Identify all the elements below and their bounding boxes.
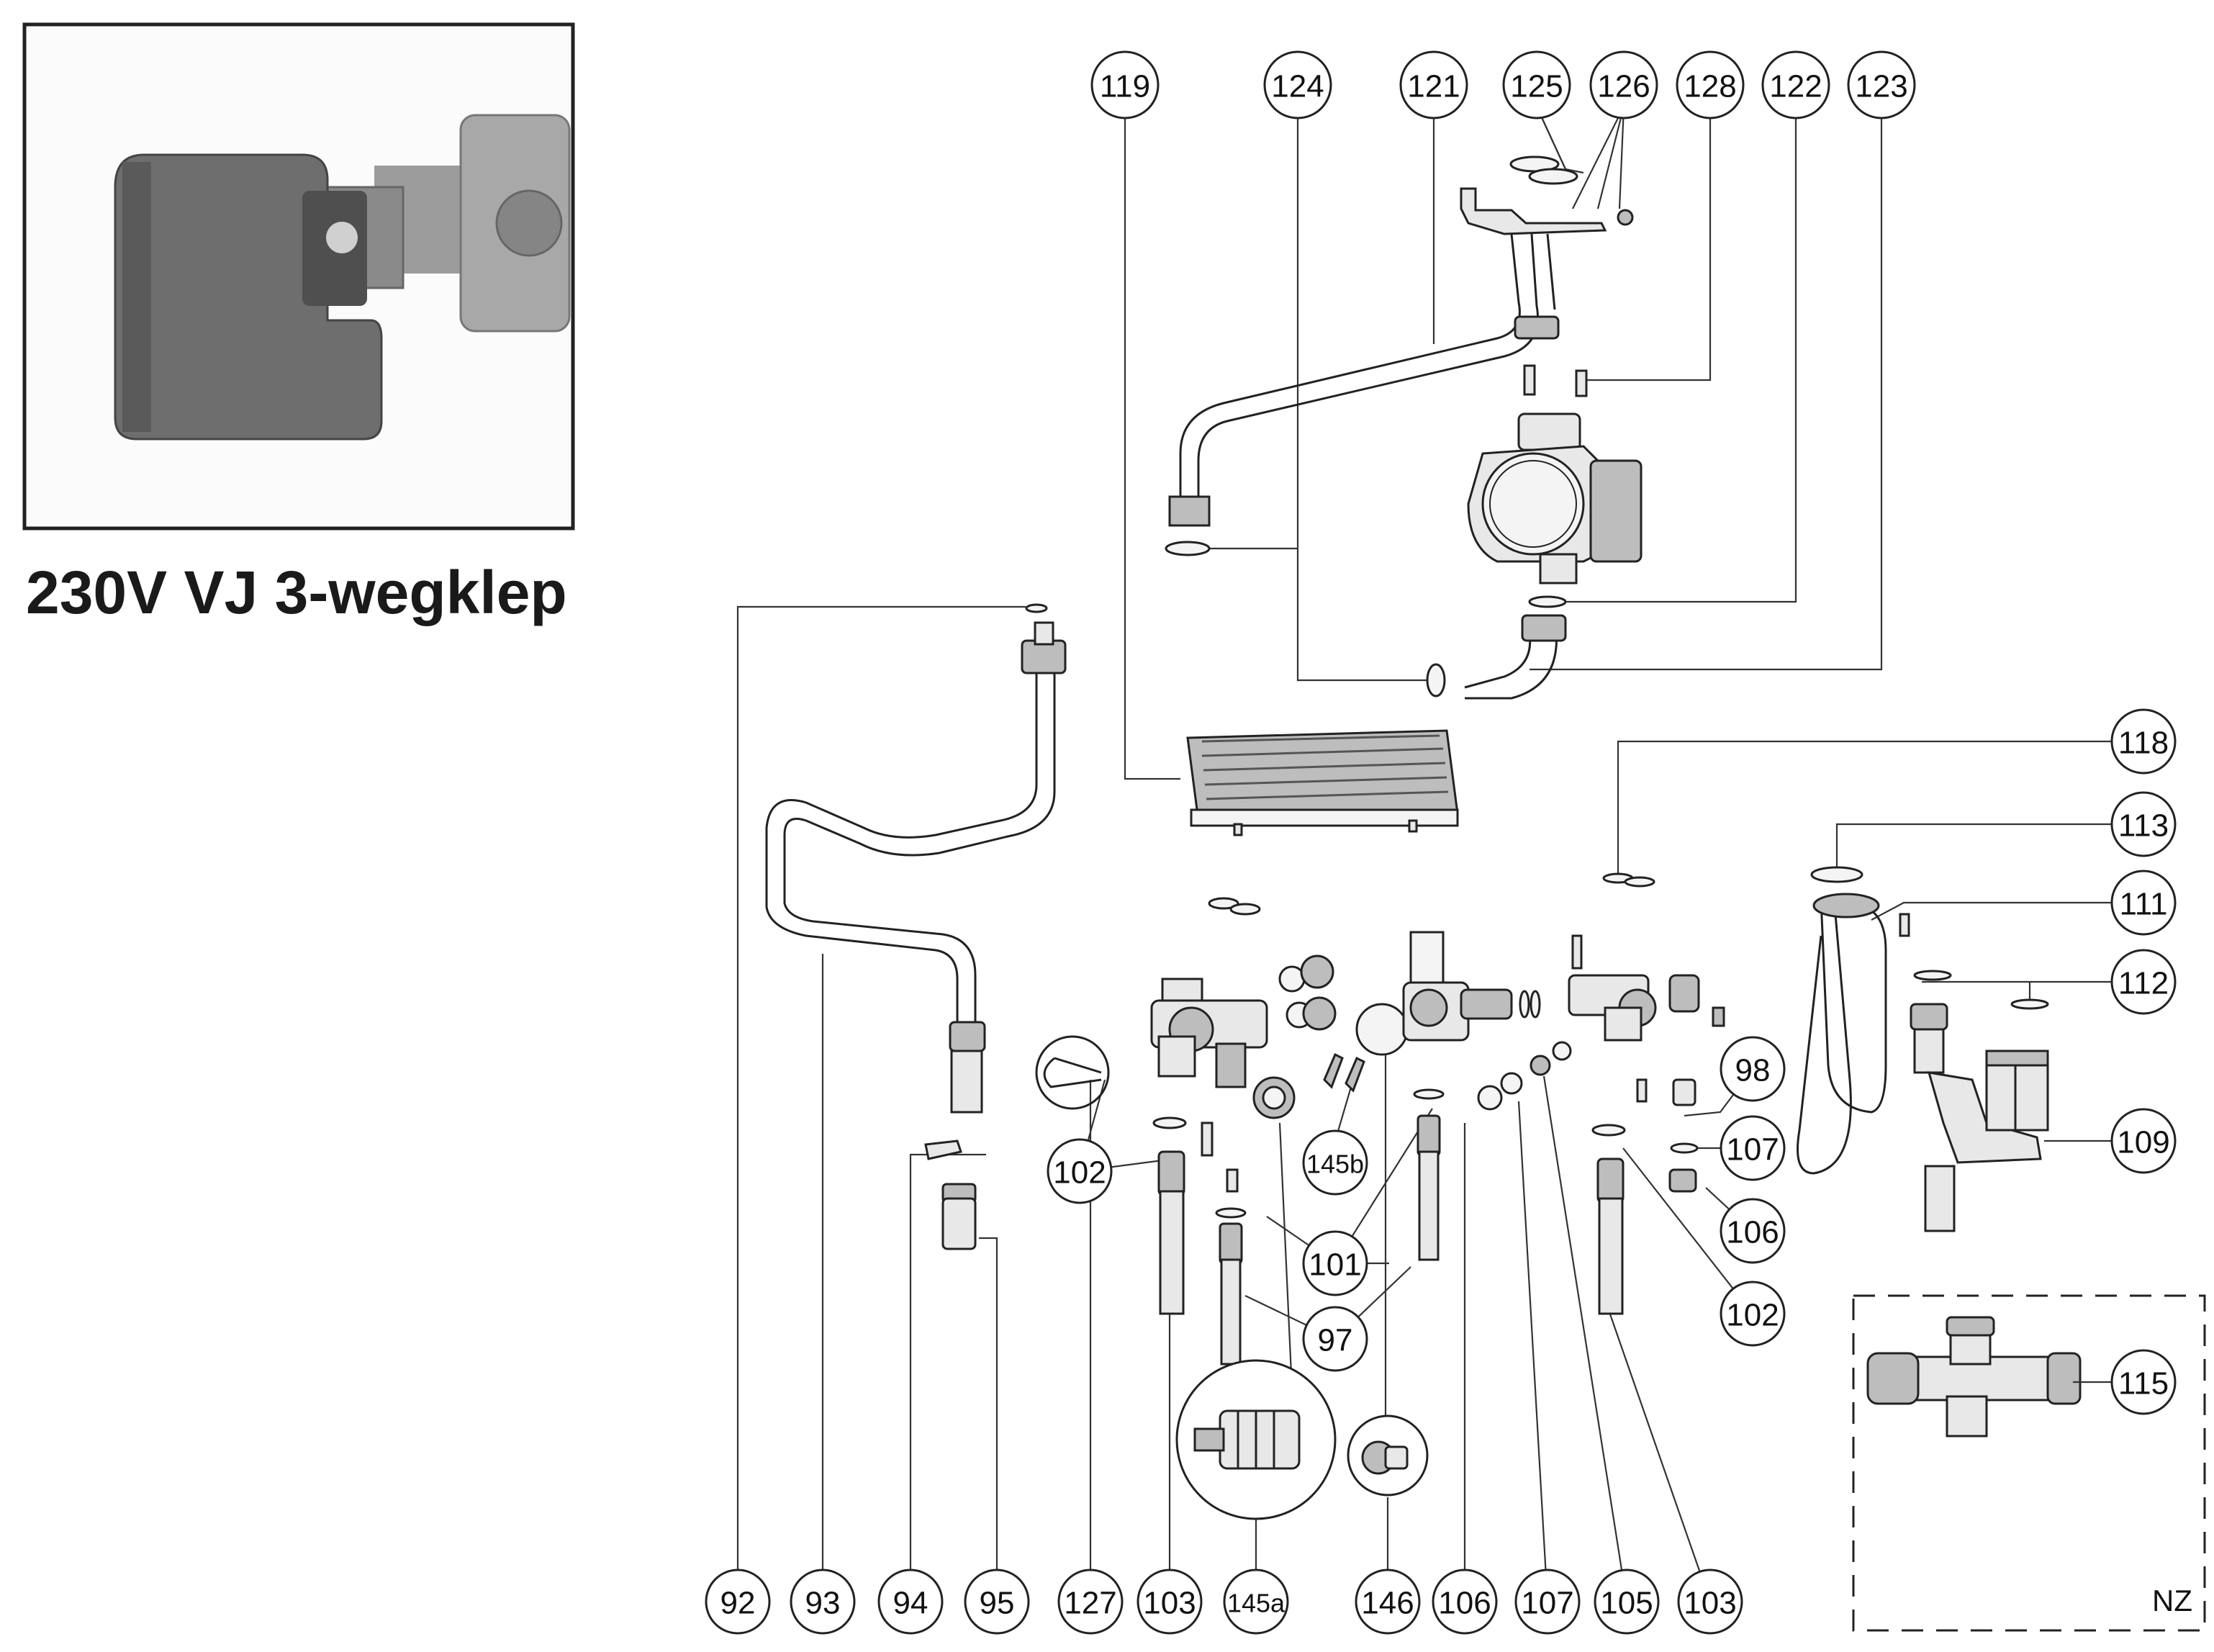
svg-text:126: 126 [1597,69,1650,104]
callout-94: 94 [877,1569,944,1635]
svg-text:111: 111 [2120,887,2168,922]
callout-95: 95 [964,1569,1030,1635]
svg-text:128: 128 [1684,69,1736,104]
callout-92: 92 [705,1569,771,1635]
callout-112: 112 [2110,949,2177,1015]
svg-text:145a: 145a [1227,1589,1286,1618]
svg-text:127: 127 [1064,1586,1116,1621]
callout-111: 111 [2110,870,2177,936]
svg-text:97: 97 [1318,1323,1353,1358]
svg-text:123: 123 [1855,69,1907,104]
svg-text:124: 124 [1271,69,1324,104]
upper-assembly [1165,155,1643,700]
callout-115: 115 [2110,1349,2177,1415]
inset-panel [22,22,575,531]
pipe-sections [1152,1088,1626,1366]
leader-lines [736,106,2113,1602]
svg-text:102: 102 [1053,1155,1106,1191]
svg-text:93: 93 [805,1586,841,1621]
svg-text:122: 122 [1769,69,1822,104]
callout-121: 121 [1399,50,1468,119]
callout-113: 113 [2110,791,2177,857]
callout-106-mid: 106 [1720,1198,1786,1264]
callout-123: 123 [1847,50,1916,119]
callout-102-left: 102 [1047,1138,1113,1204]
callout-119: 119 [1090,50,1160,119]
svg-text:94: 94 [893,1586,928,1621]
svg-text:92: 92 [720,1586,756,1621]
svg-text:105: 105 [1600,1586,1653,1621]
callout-126: 126 [1589,50,1658,119]
callout-93: 93 [790,1569,856,1635]
svg-text:103: 103 [1684,1586,1736,1621]
callout-146: 146 [1355,1569,1421,1635]
svg-text:109: 109 [2117,1125,2169,1160]
callout-101: 101 [1302,1230,1368,1296]
callout-128: 128 [1676,50,1745,119]
callout-102-right: 102 [1720,1281,1786,1347]
svg-text:146: 146 [1361,1586,1414,1621]
callout-103-right: 103 [1677,1569,1743,1635]
svg-text:106: 106 [1438,1586,1491,1621]
svg-text:145b: 145b [1306,1150,1364,1179]
svg-text:107: 107 [1521,1586,1573,1621]
inset-caption: 230V VJ 3-wegklep [26,559,567,626]
svg-text:112: 112 [2118,966,2169,1001]
detail-part-146 [1347,1414,1429,1497]
svg-text:118: 118 [2118,726,2169,761]
svg-text:113: 113 [2118,808,2169,844]
callout-107-mid: 107 [1720,1115,1786,1181]
nz-optional-box: NZ [1852,1294,2206,1632]
callout-105: 105 [1594,1569,1660,1635]
svg-text:101: 101 [1309,1247,1361,1283]
svg-text:121: 121 [1407,69,1460,104]
nz-label: NZ [2152,1584,2192,1617]
valve-cluster [1035,897,1725,1193]
circulation-pump-part [1467,412,1643,584]
svg-text:107: 107 [1726,1132,1779,1168]
svg-text:95: 95 [980,1586,1015,1621]
svg-text:102: 102 [1726,1298,1779,1333]
callout-98: 98 [1720,1036,1786,1102]
svg-text:103: 103 [1143,1586,1196,1621]
svg-text:115: 115 [2118,1366,2169,1402]
callout-122: 122 [1761,50,1830,119]
callout-145a: 145a [1223,1569,1289,1635]
callout-125: 125 [1502,50,1571,119]
callout-109: 109 [2110,1108,2177,1174]
callout-145b: 145b [1302,1129,1368,1196]
callout-97: 97 [1302,1306,1368,1372]
svg-text:98: 98 [1735,1053,1771,1088]
long-pipe-part [765,603,1067,1250]
callout-124: 124 [1263,50,1332,119]
hydraulic-block-right [1602,866,2049,1232]
callout-106-bottom: 106 [1432,1569,1498,1635]
callout-103-left: 103 [1137,1569,1203,1635]
callout-bubbles: 119 124 121 125 126 128 122 123 118 113 … [705,50,2177,1635]
detail-cartridge-145a [1175,1359,1337,1520]
callout-107-bottom: 107 [1514,1569,1581,1635]
three-way-valve-actuator-photo [28,28,571,525]
svg-text:106: 106 [1726,1215,1779,1250]
plate-heat-exchanger-part [1186,729,1459,836]
callout-127: 127 [1057,1569,1124,1635]
svg-text:125: 125 [1510,69,1563,104]
svg-text:119: 119 [1100,69,1150,104]
callout-118: 118 [2110,708,2177,775]
mixing-valve-part [1866,1316,2082,1437]
